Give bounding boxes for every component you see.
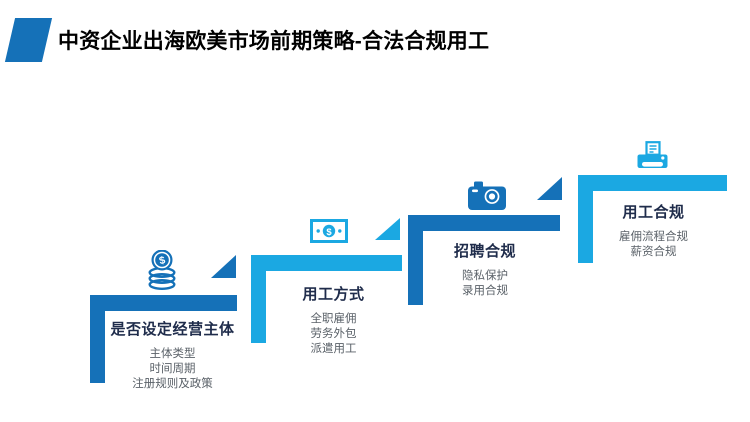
step-item: 主体类型 bbox=[149, 348, 196, 360]
step-connector-triangle bbox=[211, 255, 236, 278]
step-item: 隐私保护 bbox=[462, 270, 508, 282]
step-bracket bbox=[251, 255, 402, 343]
step-items: 隐私保护 录用合规 bbox=[412, 269, 558, 299]
camera-icon bbox=[468, 181, 506, 210]
step-item: 雇佣流程合规 bbox=[619, 231, 688, 243]
step-text-block: 用工合规 雇佣流程合规 薪资合规 bbox=[580, 201, 727, 260]
step-items: 全职雇佣 劳务外包 派遣用工 bbox=[261, 312, 406, 357]
step-text-block: 招聘合规 隐私保护 录用合规 bbox=[412, 240, 558, 299]
step-text-block: 是否设定经营主体 主体类型 时间周期 注册规则及政策 bbox=[100, 318, 245, 392]
step-item: 劳务外包 bbox=[310, 328, 357, 340]
step-item: 全职雇佣 bbox=[310, 313, 357, 325]
coins-icon: $ bbox=[148, 250, 176, 290]
banknote-icon: $ bbox=[310, 219, 348, 243]
step-bracket bbox=[408, 215, 560, 305]
step-title: 用工方式 bbox=[302, 286, 365, 303]
step-bracket bbox=[578, 175, 727, 263]
slide-title: 中资企业出海欧美市场前期策略-合法合规用工 bbox=[58, 30, 490, 53]
step-item: 时间周期 bbox=[149, 363, 196, 375]
step-item: 注册规则及政策 bbox=[132, 378, 213, 390]
step-title: 用工合规 bbox=[622, 204, 685, 221]
step-bracket bbox=[90, 295, 237, 383]
step-connector-triangle bbox=[537, 177, 562, 200]
step-item: 录用合规 bbox=[462, 285, 508, 297]
printer-icon bbox=[637, 141, 668, 168]
step-item: 派遣用工 bbox=[310, 343, 357, 355]
step-item: 薪资合规 bbox=[630, 246, 677, 258]
svg-text:$: $ bbox=[158, 254, 167, 267]
svg-text:$: $ bbox=[326, 227, 332, 238]
step-items: 雇佣流程合规 薪资合规 bbox=[580, 230, 727, 260]
step-title: 招聘合规 bbox=[453, 243, 516, 260]
step-text-block: 用工方式 全职雇佣 劳务外包 派遣用工 bbox=[261, 283, 406, 357]
step-connector-triangle bbox=[375, 218, 400, 240]
step-title: 是否设定经营主体 bbox=[110, 321, 235, 338]
step-items: 主体类型 时间周期 注册规则及政策 bbox=[100, 347, 245, 392]
header-parallelogram-decoration bbox=[4, 18, 53, 62]
